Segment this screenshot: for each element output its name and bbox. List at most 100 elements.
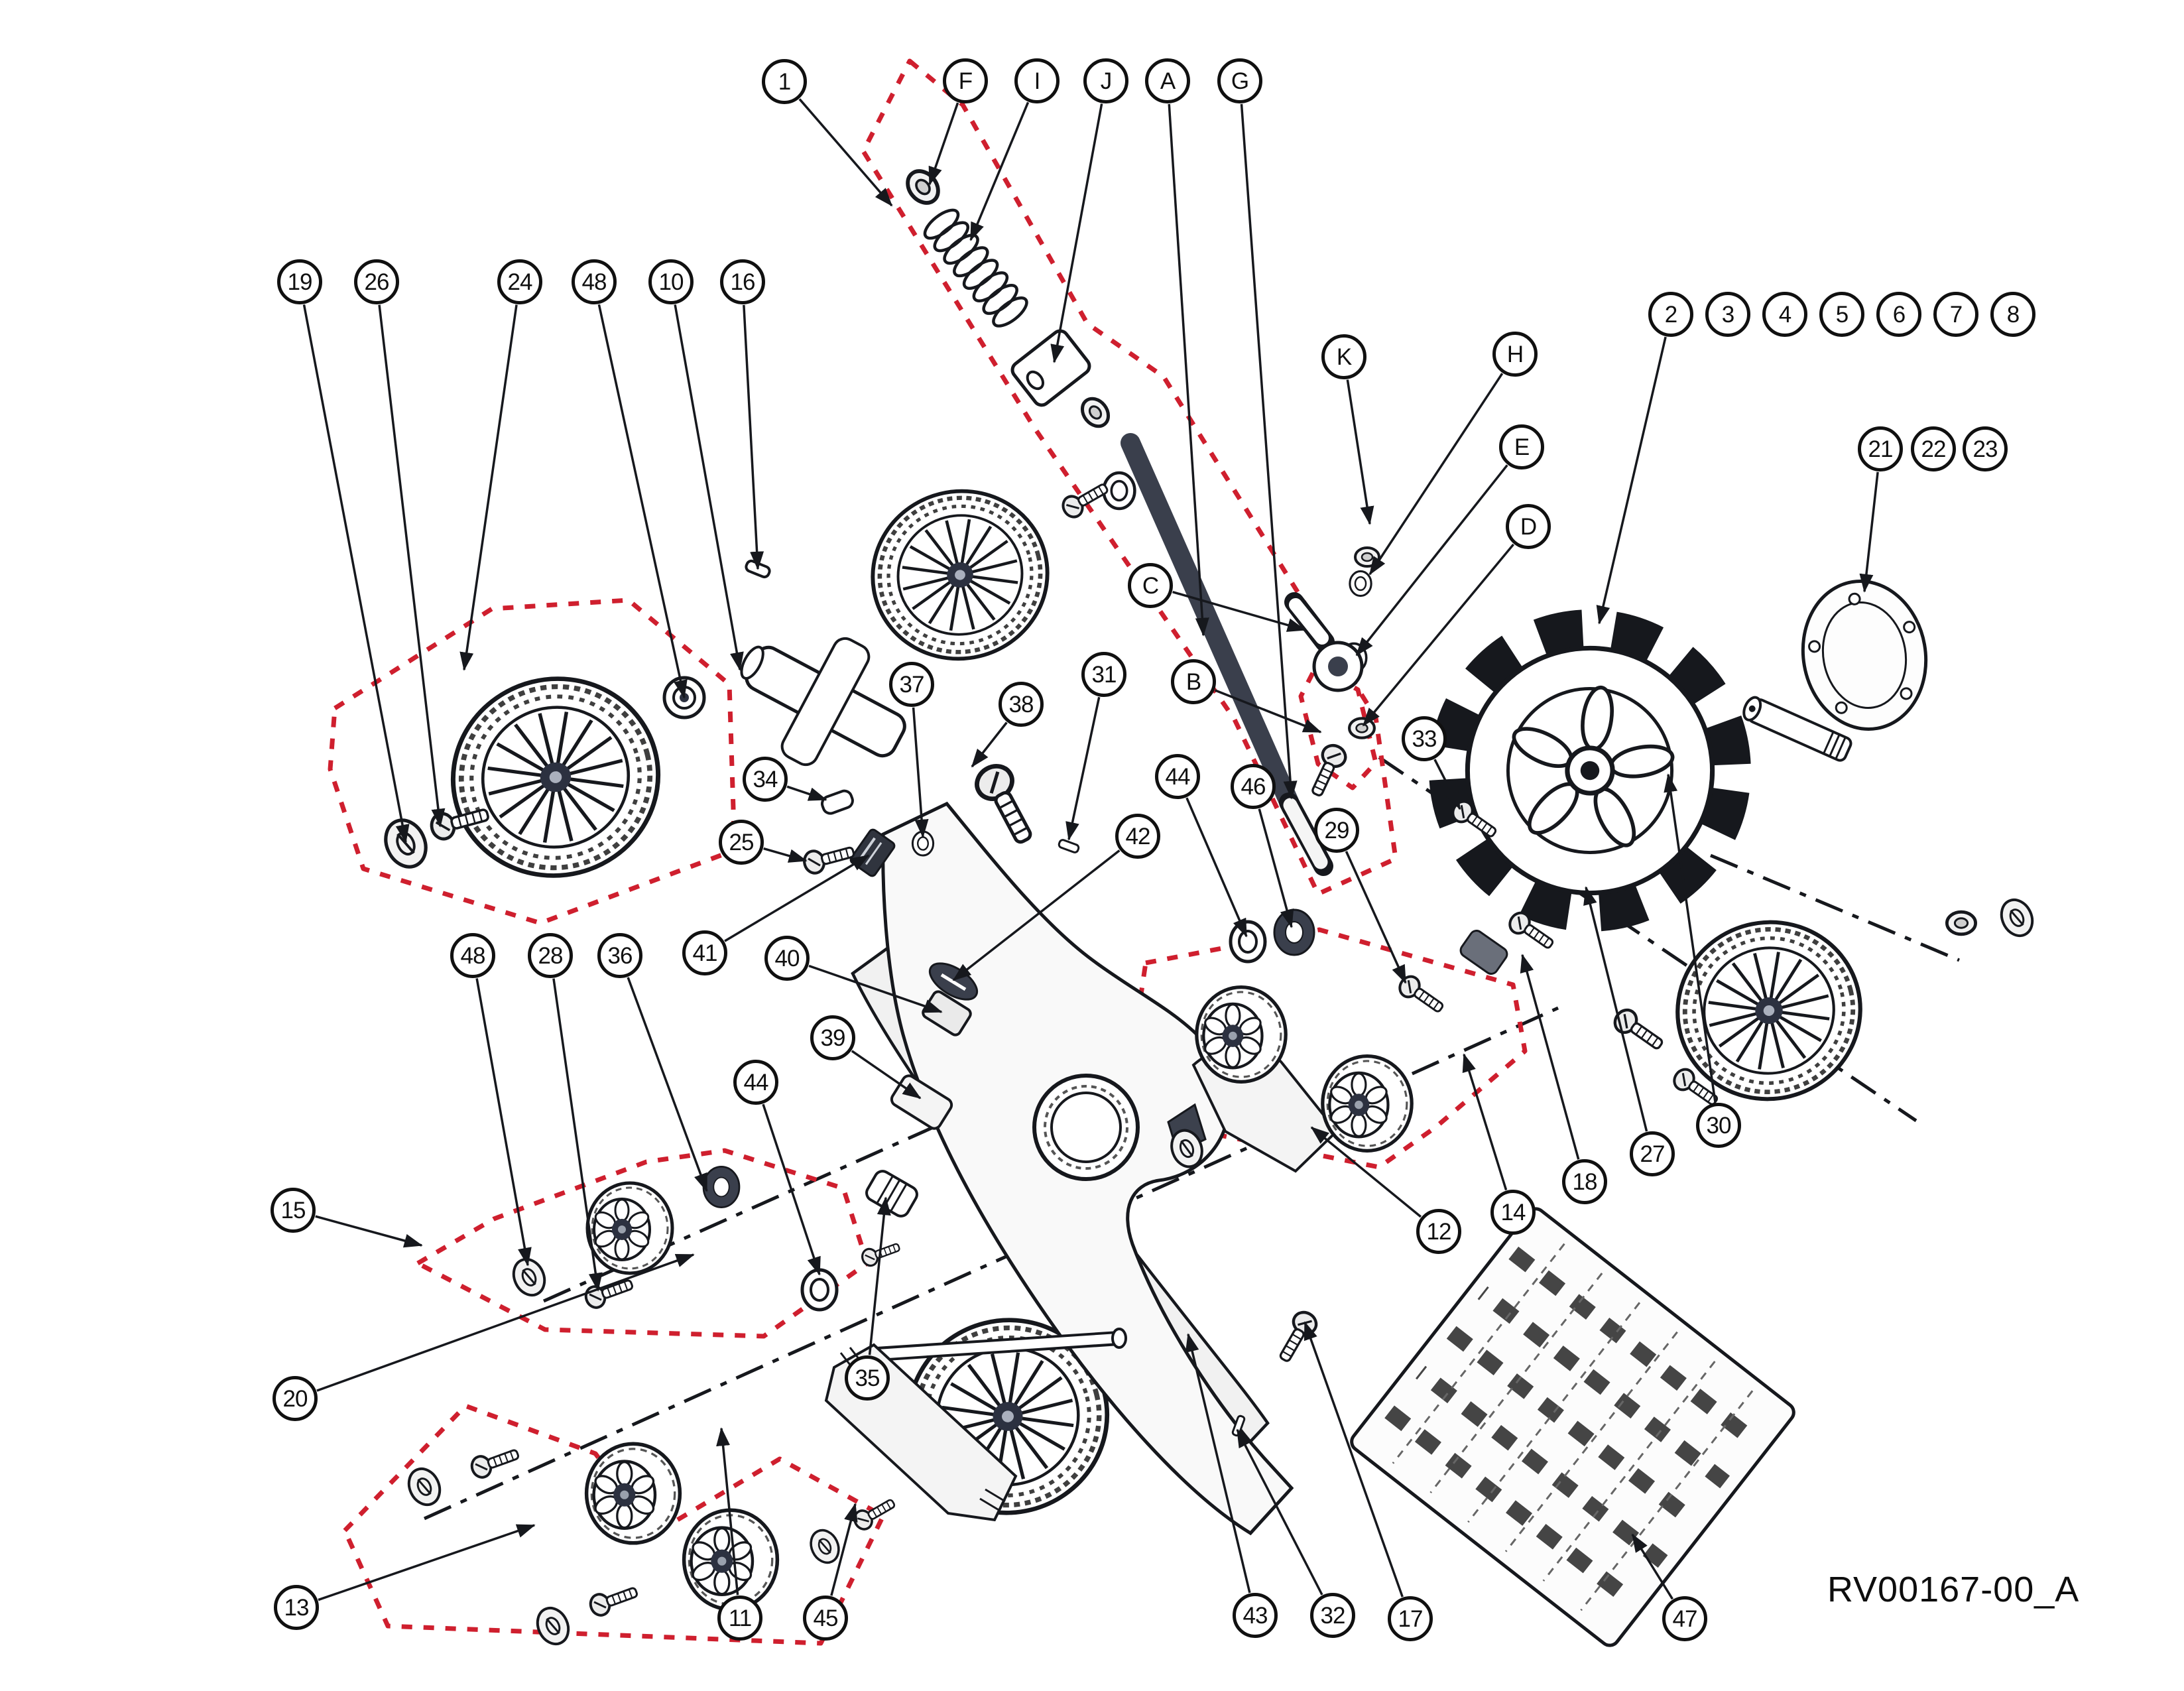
callout-8: 8	[1990, 292, 2035, 337]
bearing-36	[702, 1166, 741, 1208]
callout-40: 40	[764, 936, 810, 981]
callout-13: 13	[274, 1585, 319, 1630]
callout-11: 11	[717, 1596, 762, 1641]
cap-45	[804, 1524, 845, 1569]
cap-lower-2	[530, 1601, 576, 1651]
callout-39: 39	[810, 1015, 855, 1060]
callout-21: 21	[1858, 426, 1903, 471]
wheel-hub-assembly	[1742, 580, 1928, 762]
leader-line-32	[1236, 1428, 1323, 1596]
callout-44-left: 44	[733, 1060, 778, 1105]
leader-line-24	[459, 304, 518, 671]
leader-line-46	[1258, 808, 1294, 928]
callout-44-right: 44	[1155, 754, 1200, 799]
callout-32: 32	[1310, 1593, 1355, 1638]
leader-line-K	[1346, 379, 1374, 525]
link-bolt-b	[1305, 742, 1349, 800]
leader-line-1	[798, 98, 893, 207]
leader-line-15	[315, 1215, 423, 1248]
callout-B: B	[1171, 659, 1216, 704]
callout-1: 1	[762, 59, 807, 104]
leader-line-33	[1433, 759, 1461, 810]
cap-right-wheel	[1994, 893, 2039, 942]
callout-41: 41	[682, 930, 727, 975]
shock-bushing-cylinder	[1010, 329, 1091, 407]
callout-36: 36	[597, 933, 642, 978]
roller-lower-1	[587, 1444, 680, 1543]
damper-tip	[1283, 798, 1328, 869]
callout-27: 27	[1630, 1131, 1675, 1176]
leader-line-D	[1362, 543, 1514, 727]
callout-46: 46	[1231, 764, 1276, 809]
chassis-boss	[1032, 1074, 1140, 1181]
callout-37: 37	[889, 662, 934, 707]
leader-line-20	[316, 1253, 695, 1392]
callout-33: 33	[1402, 716, 1447, 761]
callout-24: 24	[497, 259, 542, 304]
leader-line-11	[716, 1427, 739, 1596]
callout-35: 35	[845, 1355, 890, 1401]
leader-line-36	[627, 977, 708, 1192]
leader-line-42	[952, 849, 1121, 981]
shock-top-nut	[902, 165, 945, 209]
leader-line-40	[808, 964, 943, 1013]
callout-3: 3	[1705, 292, 1750, 337]
callout-48-left: 48	[450, 933, 495, 978]
bearing-44-left	[802, 1270, 837, 1310]
leader-line-29	[1345, 851, 1407, 984]
leader-line-30	[1664, 773, 1717, 1103]
callout-42: 42	[1115, 814, 1160, 859]
leader-line-E	[1355, 464, 1508, 657]
cap-washer-19	[379, 814, 434, 873]
leader-line-25	[763, 847, 808, 863]
leader-line-43	[1185, 1333, 1251, 1594]
bearing-44-right	[1231, 922, 1265, 962]
leader-line-17	[1304, 1321, 1404, 1597]
callout-I: I	[1014, 58, 1060, 103]
shock-lower-nut	[1077, 393, 1113, 431]
seal-46	[1273, 908, 1315, 956]
leader-lines	[302, 98, 1879, 1601]
leader-line-28	[552, 978, 603, 1292]
callout-6: 6	[1876, 292, 1921, 337]
callout-5: 5	[1819, 292, 1864, 337]
leader-line-B	[1214, 689, 1322, 733]
leader-line-13	[318, 1524, 536, 1601]
leader-line-J	[1050, 103, 1103, 363]
leader-line-2	[1596, 336, 1667, 625]
shock-absorber-assembly	[902, 165, 1333, 876]
pin-31	[1058, 839, 1080, 853]
callout-15: 15	[271, 1188, 316, 1233]
leader-line-35	[868, 1196, 891, 1355]
callout-20: 20	[273, 1376, 318, 1421]
leader-line-31	[1065, 696, 1101, 841]
leader-line-A	[1168, 103, 1209, 637]
callout-F: F	[943, 58, 988, 103]
leader-line-48-top	[597, 304, 688, 699]
link-nut-d	[1349, 718, 1374, 737]
leader-line-21	[1859, 471, 1879, 593]
callout-26: 26	[354, 259, 399, 304]
callout-7: 7	[1933, 292, 1978, 337]
callout-A: A	[1145, 58, 1190, 103]
bolt-38	[971, 760, 1041, 849]
outline-lower-roller-group	[342, 1403, 886, 1646]
callout-H: H	[1492, 332, 1538, 377]
callout-29: 29	[1314, 808, 1359, 853]
washer-top	[1104, 473, 1135, 509]
callout-19: 19	[277, 259, 322, 304]
spacer-34	[820, 789, 854, 815]
callout-28: 28	[528, 933, 573, 978]
outline-linkage-group	[1298, 664, 1378, 790]
link-washer-h	[1349, 570, 1372, 597]
link-eye-bushing	[1328, 657, 1348, 676]
callout-22: 22	[1911, 426, 1956, 471]
leader-line-44-left	[762, 1103, 821, 1276]
leader-line-27	[1583, 886, 1648, 1132]
callout-18: 18	[1562, 1159, 1607, 1204]
leader-line-F	[928, 102, 959, 186]
leader-line-18	[1520, 954, 1580, 1160]
wheel-top-center	[855, 473, 1065, 677]
